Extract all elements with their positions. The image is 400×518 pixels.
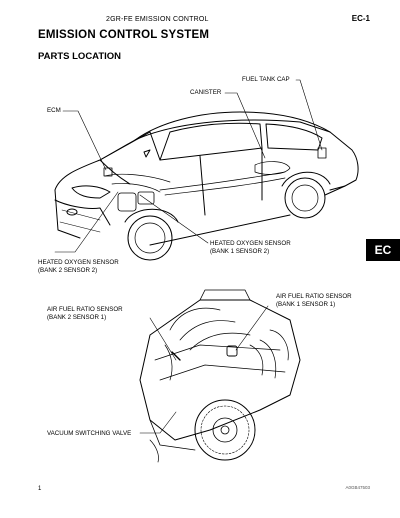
ecm-label: ECM — [47, 107, 61, 114]
page-title: EMISSION CONTROL SYSTEM — [38, 29, 210, 41]
af-bank1-line1: AIR FUEL RATIO SENSOR — [276, 293, 352, 300]
engine-drawing — [139, 289, 301, 463]
page-number: EC-1 — [351, 14, 370, 23]
section-tab-ec[interactable]: EC — [366, 239, 400, 261]
hos-bank2-line2: (BANK 2 SENSOR 2) — [38, 266, 98, 274]
header-section-text: 2GR-FE EMISSION CONTROL — [106, 16, 209, 23]
footer-left-mark: 1 — [38, 486, 42, 492]
heated-oxygen-sensor-bank1-label: HEATED OXYGEN SENSOR (BANK 1 SENSOR 2) — [210, 240, 291, 255]
hos-bank1-line1: HEATED OXYGEN SENSOR — [210, 240, 291, 247]
hos-bank1-line2: (BANK 1 SENSOR 2) — [210, 247, 270, 255]
car-drawing — [54, 111, 359, 261]
page-subtitle: PARTS LOCATION — [38, 51, 122, 62]
footer-figure-code: A0GB47503 — [345, 485, 370, 490]
af-bank1-line2: (BANK 1 SENSOR 1) — [276, 300, 336, 308]
af-sensor-bank1-label: AIR FUEL RATIO SENSOR (BANK 1 SENSOR 1) — [276, 293, 352, 308]
af-bank2-line2: (BANK 2 SENSOR 1) — [47, 313, 107, 321]
vacuum-switching-valve-label: VACUUM SWITCHING VALVE — [47, 430, 132, 437]
hos-bank2-line1: HEATED OXYGEN SENSOR — [38, 259, 119, 266]
header-section-title: 2GR-FE EMISSION CONTROL — [106, 16, 209, 23]
heated-oxygen-sensor-bank2-label: HEATED OXYGEN SENSOR (BANK 2 SENSOR 2) — [38, 259, 119, 274]
af-sensor-bank2-label: AIR FUEL RATIO SENSOR (BANK 2 SENSOR 1) — [47, 306, 123, 321]
canister-label: CANISTER — [190, 89, 222, 96]
af-bank2-line1: AIR FUEL RATIO SENSOR — [47, 306, 123, 313]
fuel-tank-cap-label: FUEL TANK CAP — [242, 76, 290, 83]
